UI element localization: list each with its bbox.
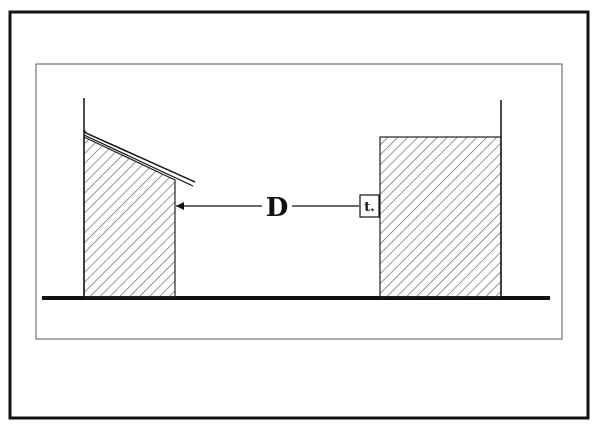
label-box [359, 194, 380, 218]
right-building [379, 100, 502, 298]
label-box-group: t. [359, 194, 380, 218]
left-building-roof [83, 129, 196, 183]
left-building [83, 98, 196, 298]
left-building-roof-inner [83, 134, 194, 187]
arrowhead-left-icon [176, 202, 184, 210]
distance-label: D [266, 193, 289, 223]
inner-frame [35, 63, 563, 340]
box-label: t. [364, 200, 375, 215]
distance-dimension: D [176, 193, 359, 223]
right-building-hatched-body [379, 136, 502, 298]
